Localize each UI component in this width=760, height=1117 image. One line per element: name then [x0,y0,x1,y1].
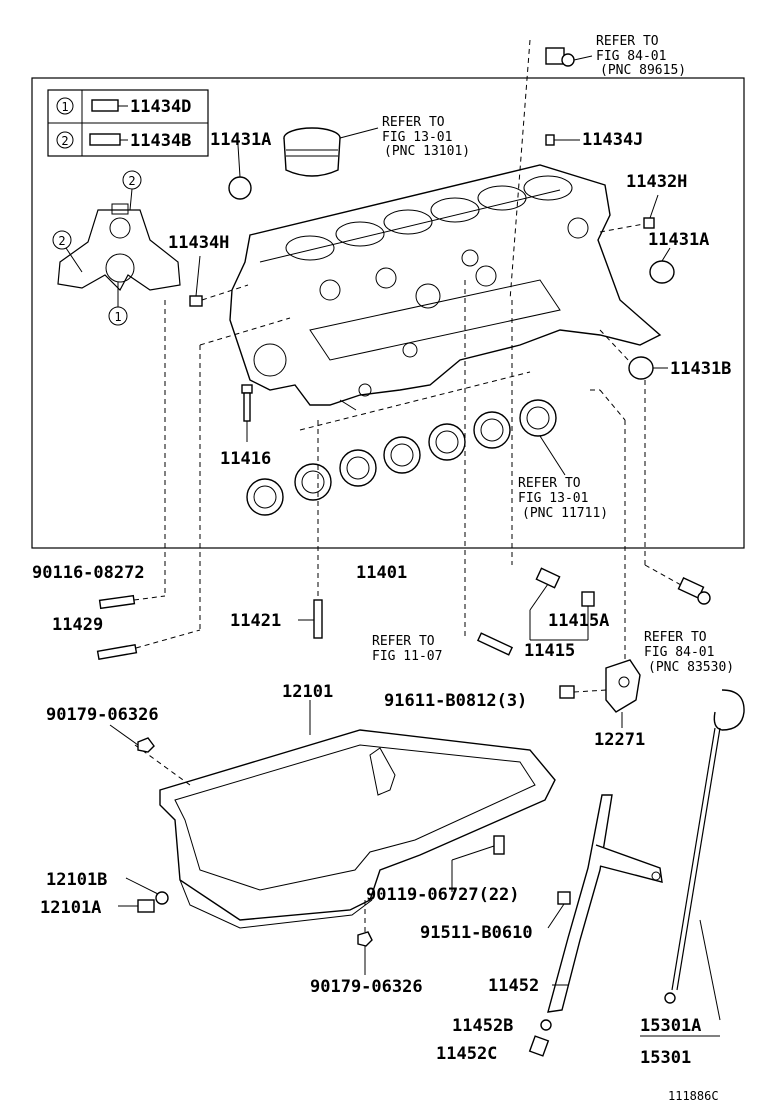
label-11416: 11416 [220,449,271,469]
label-12101a: 12101A [40,898,101,918]
oil-pan-icon [134,700,556,935]
label-12101b: 12101B [46,870,107,890]
oring-11452b-icon [540,1019,552,1031]
label-12271: 12271 [594,730,645,750]
svg-text:FIG 84-01: FIG 84-01 [644,645,714,660]
svg-text:FIG 11-07: FIG 11-07 [372,649,442,664]
stud-11415-icon [476,632,514,656]
svg-text:(PNC 11711): (PNC 11711) [522,506,608,521]
stud-11429-icon [96,629,201,661]
legend-table: 1 2 11434D 11434B [47,89,209,157]
block-frame [31,77,745,549]
callout-circle-b [52,230,72,250]
pin-11434j-icon [545,134,555,146]
union-11415a-icon [529,567,595,641]
label-91611: 91611-B0812(3) [384,691,527,711]
sensor-89615-icon [545,47,593,67]
bolt-90179-top-icon [137,737,155,753]
pin-2-icon [89,133,121,146]
label-11452b: 11452B [452,1016,513,1036]
refer-note-89615: REFER TO FIG 84-01 (PNC 89615) [596,34,686,78]
svg-text:FIG 84-01: FIG 84-01 [596,49,666,64]
pressure-switch-icon [677,576,711,605]
bolt-11416-icon [241,384,253,442]
callout-c: 1 [114,310,121,324]
legend-num-1: 1 [61,100,68,114]
label-90116: 90116-08272 [32,563,145,583]
svg-text:REFER TO: REFER TO [596,34,659,49]
piston-icon [283,127,379,177]
label-11415: 11415 [524,641,575,661]
legend-callout-2 [56,131,74,149]
stud-11421-icon [313,599,323,639]
gasket-12101b-icon [155,891,169,905]
label-11452c: 11452C [436,1044,497,1064]
dipstick-icon [664,689,745,1021]
label-91511: 91511-B0610 [420,923,533,943]
plug-11452c-icon [528,1035,550,1057]
block-end-view: 2 2 1 [52,170,181,326]
stud-90116-icon [98,594,166,610]
svg-text:FIG 13-01: FIG 13-01 [518,491,588,506]
bearing-set-icon [246,399,566,516]
callout-a: 2 [128,174,135,188]
label-15301: 15301 [640,1048,691,1068]
engine-block-icon [229,164,662,411]
svg-text:REFER TO: REFER TO [644,630,707,645]
legend-part-2: 11434B [130,131,191,151]
label-90119: 90119-06727(22) [366,885,520,905]
plug-11431b-icon [628,356,654,380]
pin-11432h-icon [643,217,655,229]
dipstick-guide-icon [547,794,663,1013]
svg-text:REFER TO: REFER TO [372,634,435,649]
label-11432h: 11432H [626,172,687,192]
label-11415a: 11415A [548,611,609,631]
bolt-90179-bottom-icon [357,931,373,947]
refer-note-13101: REFER TO FIG 13-01 (PNC 13101) [382,115,470,159]
diagram-id: 111886C [668,1089,719,1103]
legend-num-2: 2 [61,134,68,148]
svg-text:(PNC 13101): (PNC 13101) [384,144,470,159]
svg-text:REFER TO: REFER TO [382,115,445,130]
label-11434j: 11434J [582,130,643,150]
legend-callout-1 [56,97,74,115]
refer-note-11711: REFER TO FIG 13-01 (PNC 11711) [518,476,608,521]
legend-part-1: 11434D [130,97,191,117]
label-11429: 11429 [52,615,103,635]
refer-note-83530: REFER TO FIG 84-01 (PNC 83530) [644,630,734,675]
label-11452: 11452 [488,976,539,996]
label-12101: 12101 [282,682,333,702]
label-90179-bottom: 90179-06326 [310,977,423,997]
label-15301a: 15301A [640,1016,701,1036]
label-11431a-right: 11431A [648,230,709,250]
svg-text:(PNC 89615): (PNC 89615) [600,63,686,78]
plug-12101a-icon [137,899,155,913]
callout-b: 2 [58,234,65,248]
label-90179-top: 90179-06326 [46,705,159,725]
bracket-12271-icon [559,659,641,728]
svg-text:REFER TO: REFER TO [518,476,581,491]
pin-1-icon [91,99,119,112]
refer-note-11-07: REFER TO FIG 11-07 [372,634,442,664]
plug-11431a-icon [228,176,252,200]
label-11421: 11421 [230,611,281,631]
plug-11431a-right-icon [649,260,675,284]
label-11431b: 11431B [670,359,731,379]
svg-text:(PNC 83530): (PNC 83530) [648,660,734,675]
label-11431a-top: 11431A [210,130,271,150]
bolt-90119-icon [493,835,505,855]
label-11434h: 11434H [168,233,229,253]
pin-11434h-icon [189,295,203,307]
label-11401: 11401 [356,563,407,583]
svg-text:FIG 13-01: FIG 13-01 [382,130,452,145]
